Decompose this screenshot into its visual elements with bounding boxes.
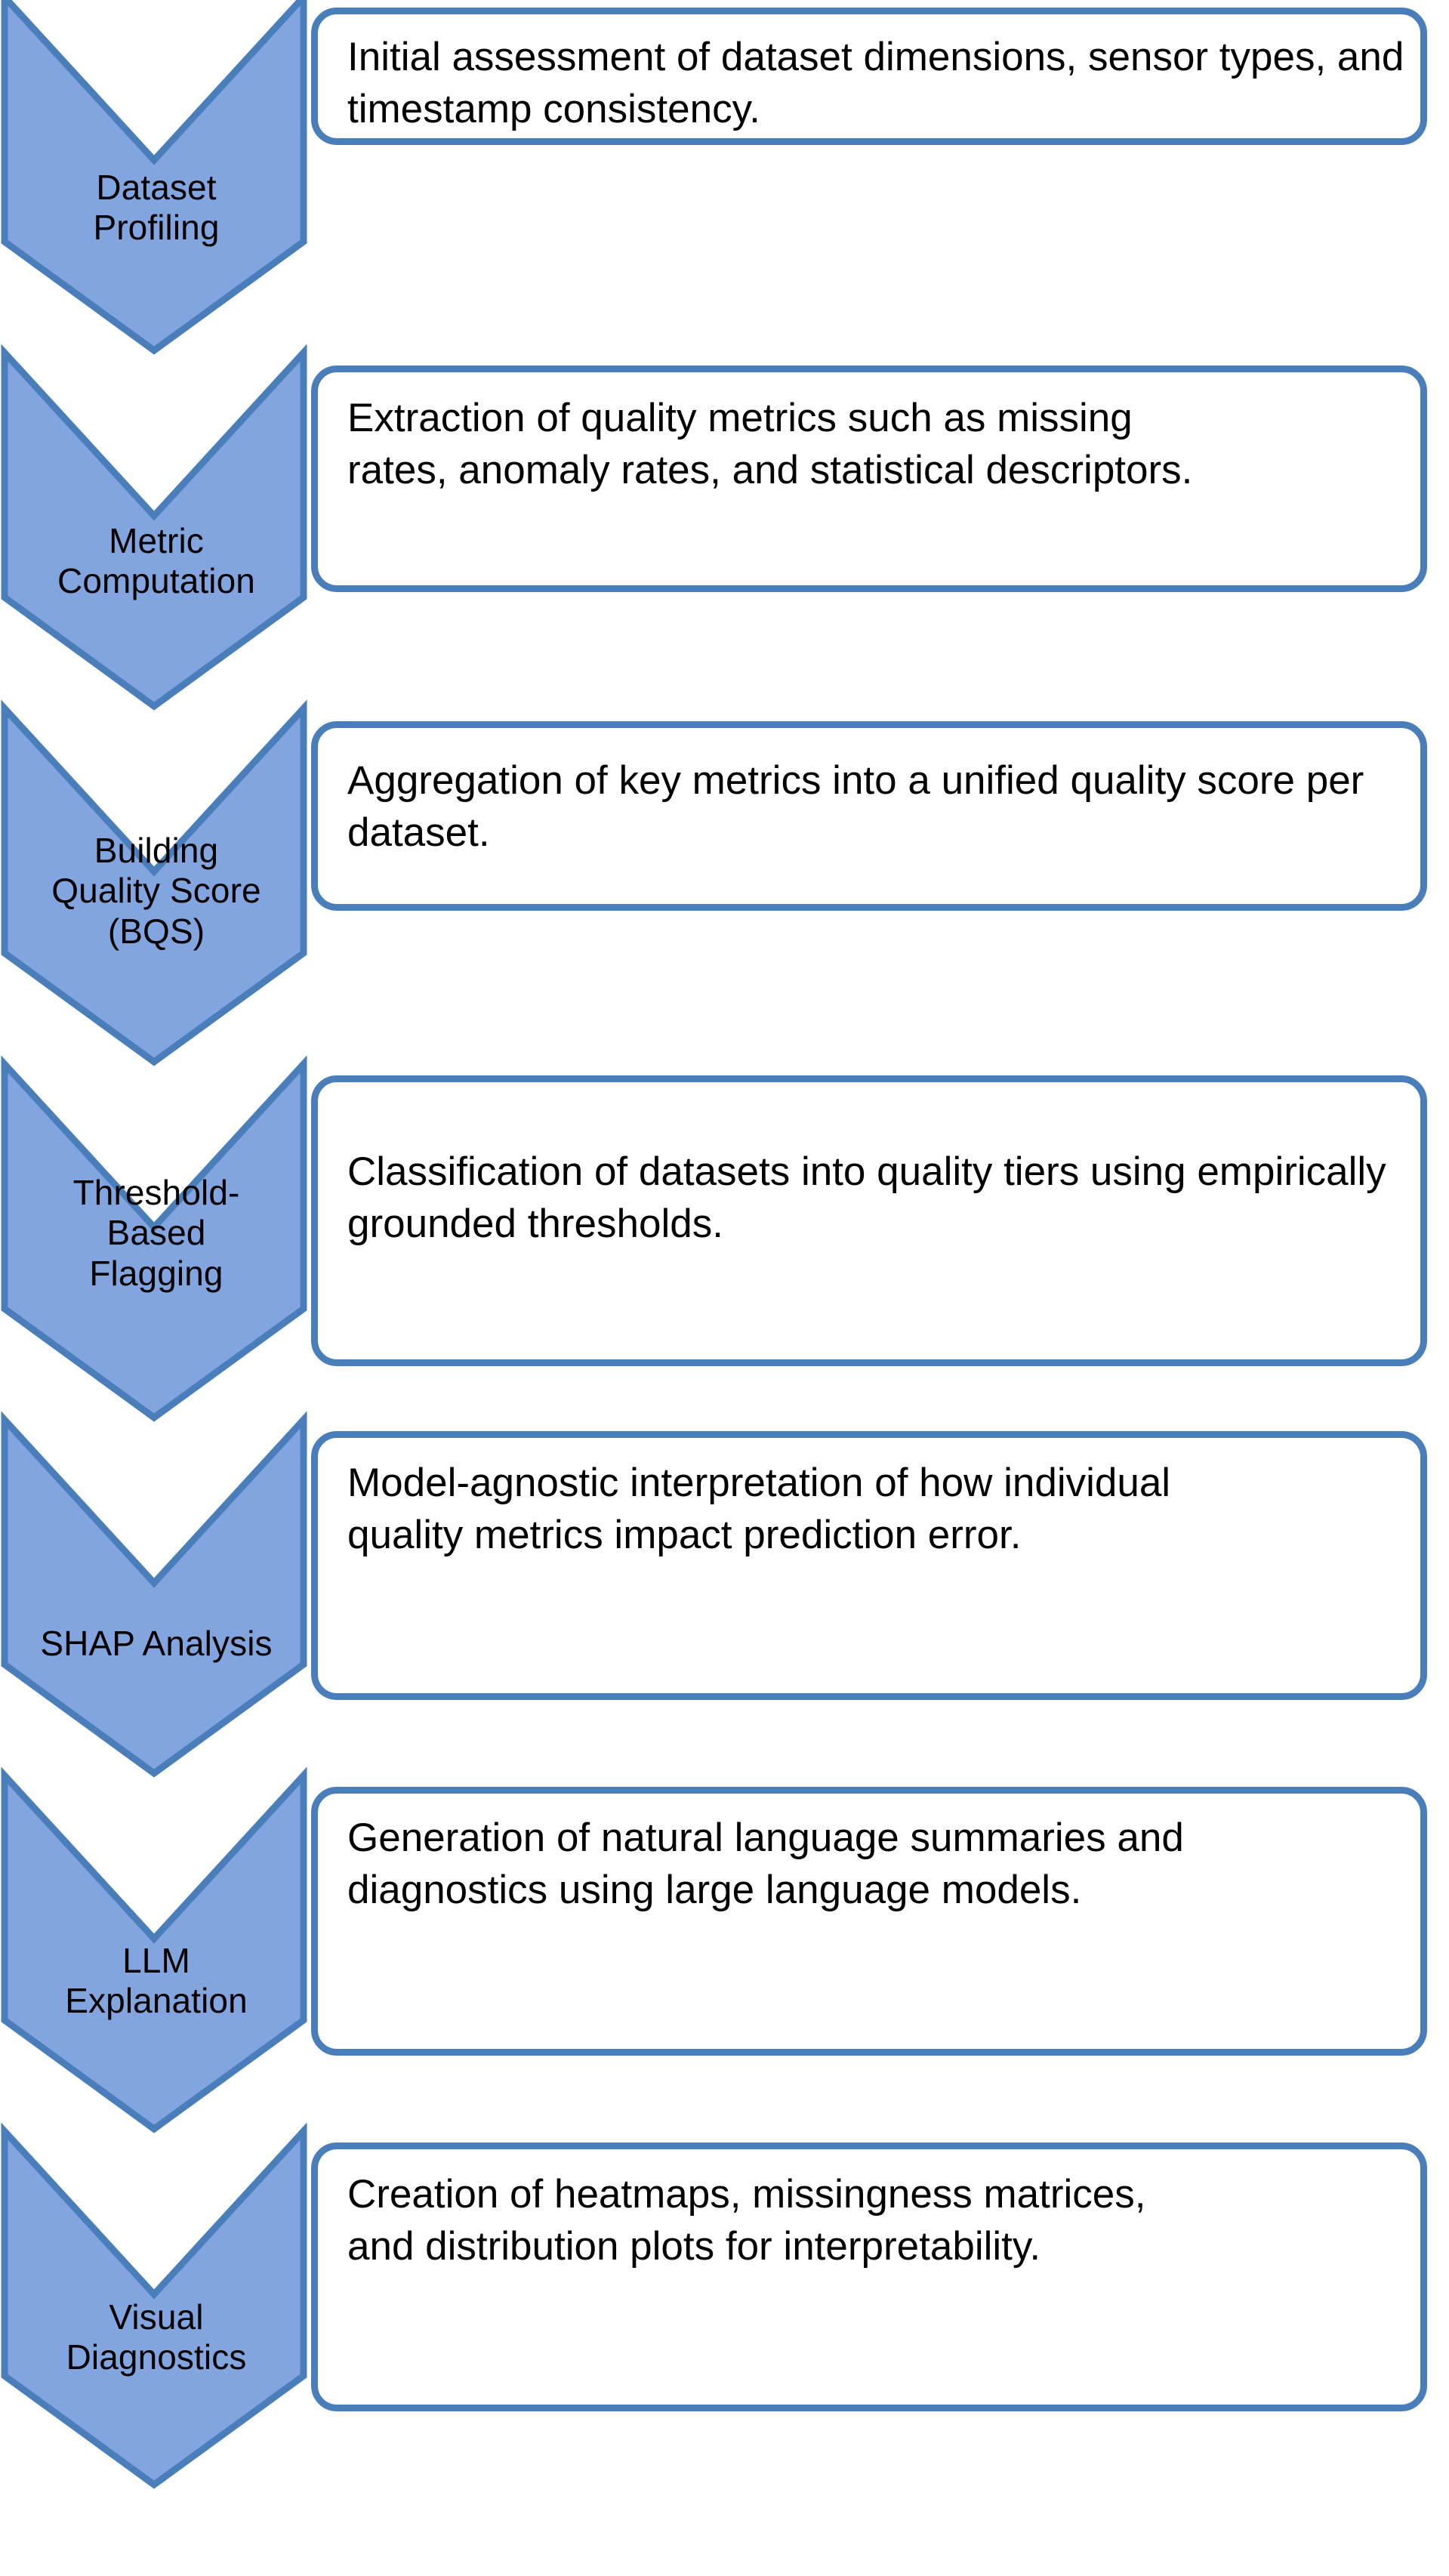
- chevron-shape-icon: [1, 344, 307, 711]
- chevron-step-1[interactable]: [0, 0, 313, 355]
- description-text-step-3: Aggregation of key metrics into a unifie…: [347, 758, 1364, 855]
- description-text-step-6: Generation of natural language summaries…: [347, 1816, 1184, 1912]
- description-box-step-5[interactable]: [311, 1431, 1427, 1700]
- description-text-step-7: Creation of heatmaps, missingness matric…: [347, 2172, 1146, 2269]
- chevron-shape-icon: [1, 1411, 307, 1778]
- description-box-step-4[interactable]: [311, 1075, 1427, 1366]
- chevron-shape-icon: [1, 1055, 307, 1422]
- description-box-step-3[interactable]: [311, 721, 1427, 911]
- chevron-shape-icon: [1, 0, 307, 355]
- description-text-step-2: Extraction of quality metrics such as mi…: [347, 396, 1193, 492]
- description-box-step-2[interactable]: [311, 366, 1427, 592]
- description-box-step-7[interactable]: [311, 2143, 1427, 2411]
- chevron-step-6[interactable]: [0, 1766, 313, 2133]
- description-text-step-4: Classification of datasets into quality …: [347, 1149, 1386, 1246]
- chevron-step-5[interactable]: [0, 1411, 313, 1778]
- chevron-step-3[interactable]: [0, 699, 313, 1066]
- chevron-step-7[interactable]: [0, 2122, 313, 2489]
- description-box-step-6[interactable]: [311, 1787, 1427, 2056]
- chevron-step-4[interactable]: [0, 1055, 313, 1422]
- chevron-shape-icon: [1, 2122, 307, 2489]
- description-text-step-1: Initial assessment of dataset dimensions…: [347, 35, 1404, 131]
- chevron-shape-icon: [1, 1766, 307, 2133]
- description-box-step-1[interactable]: [311, 8, 1427, 145]
- chevron-shape-icon: [1, 699, 307, 1066]
- description-text-step-5: Model-agnostic interpretation of how ind…: [347, 1461, 1171, 1557]
- chevron-step-2[interactable]: [0, 344, 313, 711]
